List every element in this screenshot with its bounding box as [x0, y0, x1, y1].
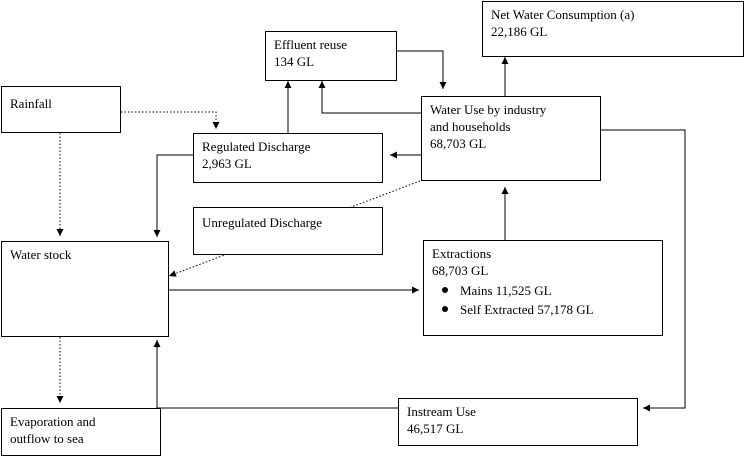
extractions-list: Mains 11,525 GL Self Extracted 57,178 GL — [432, 281, 654, 319]
extractions-item-self-extracted: Self Extracted 57,178 GL — [440, 300, 654, 319]
water-use-box: Water Use by industry and households 68,… — [421, 96, 601, 181]
extractions-value: 68,703 GL — [432, 263, 489, 278]
arrow-wateruse-to-effluent — [318, 81, 421, 114]
arrow-instream-to-waterstock — [153, 340, 398, 409]
arrow-effluent-to-wateruse — [397, 50, 447, 89]
arrow-rainfall-to-regulated — [121, 111, 220, 129]
effluent-reuse-title: Effluent reuse — [274, 37, 348, 52]
net-water-consumption-box: Net Water Consumption (a) 22,186 GL — [482, 1, 744, 57]
water-use-value: 68,703 GL — [430, 136, 487, 151]
evaporation-box: Evaporation and outflow to sea — [1, 408, 161, 456]
arrow-wateruse-to-instream — [600, 129, 686, 412]
instream-use-value: 46,517 GL — [407, 421, 464, 436]
arrow-regulated-to-waterstock — [153, 154, 193, 237]
unregulated-discharge-title: Unregulated Discharge — [202, 215, 322, 230]
rainfall-title: Rainfall — [10, 96, 52, 111]
water-stock-title: Water stock — [10, 247, 72, 262]
effluent-reuse-box: Effluent reuse 134 GL — [265, 31, 397, 81]
regulated-discharge-title: Regulated Discharge — [202, 139, 311, 154]
instream-use-title: Instream Use — [407, 404, 476, 419]
extractions-box: Extractions 68,703 GL Mains 11,525 GL Se… — [423, 240, 663, 336]
effluent-reuse-value: 134 GL — [274, 54, 315, 69]
extractions-item-mains: Mains 11,525 GL — [440, 281, 654, 300]
water-use-title-line2: and households — [430, 119, 511, 134]
extractions-title: Extractions — [432, 246, 492, 261]
water-use-title-line1: Water Use by industry — [430, 102, 547, 117]
regulated-discharge-box: Regulated Discharge 2,963 GL — [193, 133, 383, 183]
net-water-consumption-value: 22,186 GL — [491, 24, 548, 39]
evaporation-title-line2: outflow to sea — [10, 431, 84, 446]
evaporation-title-line1: Evaporation and — [10, 414, 96, 429]
unregulated-discharge-box: Unregulated Discharge — [193, 207, 383, 255]
water-stock-box: Water stock — [1, 241, 169, 337]
rainfall-box: Rainfall — [1, 86, 121, 133]
net-water-consumption-title: Net Water Consumption (a) — [491, 7, 635, 22]
regulated-discharge-value: 2,963 GL — [202, 156, 252, 171]
instream-use-box: Instream Use 46,517 GL — [398, 398, 638, 446]
